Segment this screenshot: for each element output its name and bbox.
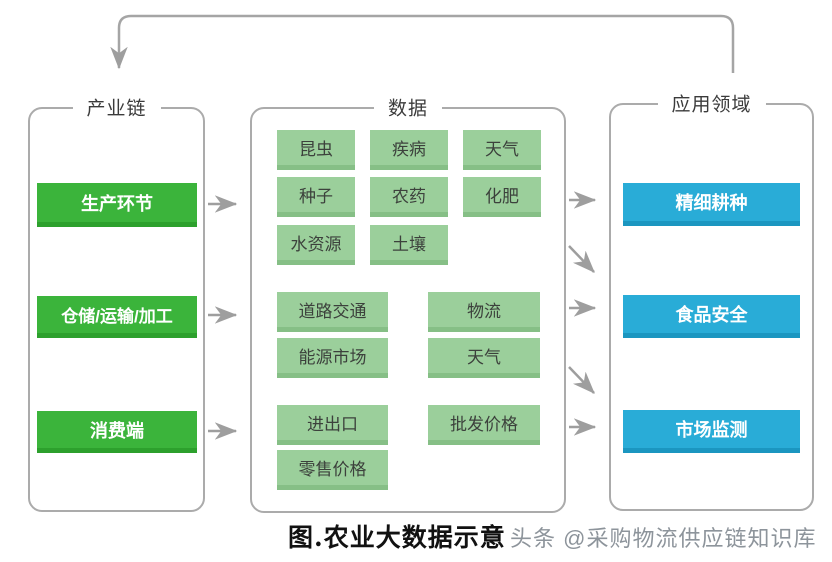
node-logistics: 物流	[428, 292, 540, 332]
node-food-safety: 食品安全	[623, 295, 800, 338]
data-frame: 数据	[250, 93, 566, 513]
node-soil: 土壤	[370, 225, 448, 265]
node-disease: 疾病	[370, 130, 448, 170]
node-seeds: 种子	[277, 177, 355, 217]
node-road-traffic: 道路交通	[277, 292, 388, 332]
applications-title: 应用领域	[657, 89, 766, 117]
node-wholesale-price: 批发价格	[428, 405, 540, 445]
node-precision-farming: 精细耕种	[623, 183, 800, 226]
arrow-data-diagonal-1	[568, 245, 595, 273]
node-production: 生产环节	[37, 183, 197, 227]
node-insects: 昆虫	[277, 130, 355, 170]
feedback-loop-arrow	[110, 14, 735, 73]
node-consumer: 消费端	[37, 411, 197, 453]
node-market-monitoring: 市场监测	[623, 410, 800, 453]
node-water-resources: 水资源	[277, 225, 355, 265]
data-title: 数据	[373, 93, 443, 121]
arrow-data-diagonal-2	[568, 366, 595, 394]
watermark-text: 头条 @采购物流供应链知识库	[510, 526, 817, 551]
figure-caption: 图.农业大数据示意	[288, 523, 506, 552]
node-weather-1: 天气	[463, 130, 541, 170]
node-retail-price: 零售价格	[277, 450, 388, 490]
node-import-export: 进出口	[277, 405, 388, 445]
node-storage-transport-processing: 仓储/运输/加工	[37, 296, 197, 338]
node-fertilizer: 化肥	[463, 177, 541, 217]
node-pesticide: 农药	[370, 177, 448, 217]
node-weather-2: 天气	[428, 338, 540, 378]
industry-chain-title: 产业链	[72, 93, 161, 121]
applications-frame: 应用领域	[609, 89, 814, 511]
industry-chain-frame: 产业链	[28, 93, 205, 512]
node-energy-market: 能源市场	[277, 338, 388, 378]
